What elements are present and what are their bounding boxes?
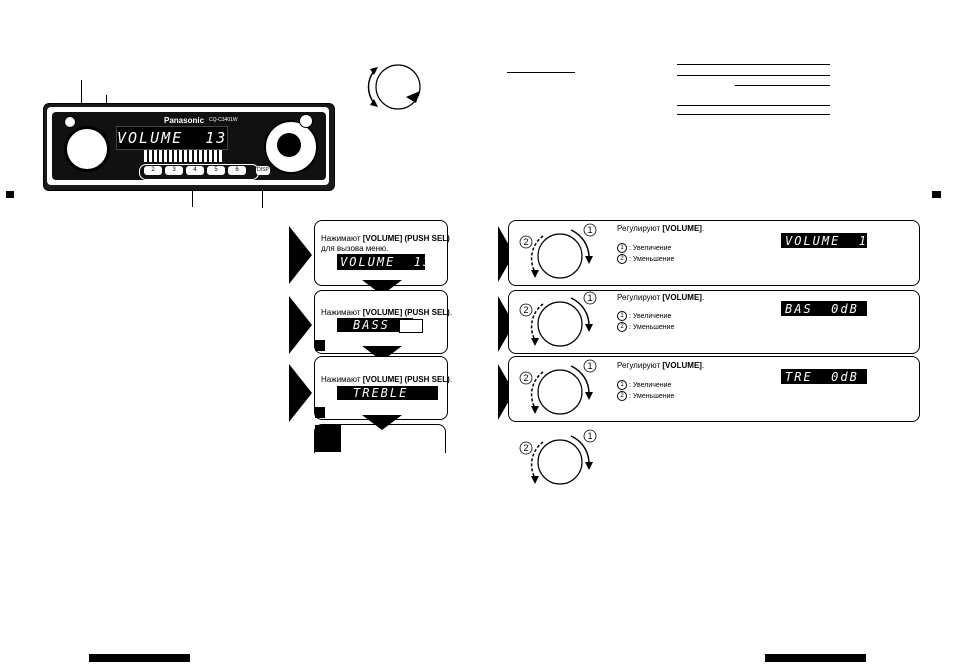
- disp-button[interactable]: DISP: [256, 166, 270, 175]
- step-instruction: Нажимают [VOLUME] (PUSH SEL): [321, 234, 450, 243]
- rule: [677, 75, 830, 76]
- adjust-instruction: Регулируют [VOLUME].: [617, 361, 705, 370]
- step-corner: [315, 340, 325, 351]
- knob-diagram: [367, 64, 421, 110]
- adjust-instruction: Регулируют [VOLUME].: [617, 224, 705, 233]
- step-display: VOLUME 13: [337, 254, 430, 270]
- down-arrow: [362, 415, 402, 430]
- stereo-faceplate: Panasonic CQ-C3401W VOLUME 13 2 3 4 5 6 …: [43, 103, 335, 191]
- preset-button[interactable]: 2: [144, 166, 162, 175]
- marker-one: 1: [587, 225, 592, 235]
- increase-label: 1: Увеличение: [617, 380, 671, 391]
- volume-knob-icon: 1 2: [519, 223, 597, 279]
- svg-text:2: 2: [523, 305, 528, 315]
- decrease-label: 2: Уменьшение: [617, 391, 674, 402]
- callout-line: [192, 182, 193, 207]
- preset-button[interactable]: 5: [207, 166, 225, 175]
- marker-two: 2: [523, 237, 528, 247]
- step-corner: [315, 407, 325, 418]
- adjust-display: VOLUME 13: [781, 233, 875, 248]
- adjust-box: [508, 220, 920, 286]
- preset-button[interactable]: 3: [165, 166, 183, 175]
- step-arrow: [289, 226, 312, 284]
- model-label: CQ-C3401W: [209, 117, 238, 123]
- decrease-label: 2: Уменьшение: [617, 254, 674, 265]
- adjust-instruction: Регулируют [VOLUME].: [617, 293, 705, 302]
- preset-button[interactable]: 6: [228, 166, 246, 175]
- step-arrow: [289, 296, 312, 354]
- step-arrow: [289, 364, 312, 422]
- rule: [507, 72, 575, 73]
- step-display: TREBLE: [337, 386, 438, 400]
- step-instruction: Нажимают [VOLUME] (PUSH SEL).: [321, 308, 453, 317]
- rule: [677, 64, 830, 65]
- increase-label: 1: Увеличение: [617, 243, 671, 254]
- corner-mark-right: [932, 191, 941, 198]
- preset-button[interactable]: 4: [186, 166, 204, 175]
- faceplate-display: VOLUME 13: [116, 126, 228, 150]
- step-instruction-line2: для вызова меню.: [321, 244, 389, 253]
- volume-knob-icon: 1 2: [519, 429, 597, 485]
- svg-text:1: 1: [587, 361, 592, 371]
- rule: [735, 85, 830, 86]
- volume-knob-icon: 1 2: [519, 359, 597, 415]
- step-display: BASS: [337, 318, 413, 332]
- src-button[interactable]: [64, 116, 76, 128]
- step-box: [314, 220, 448, 286]
- adjust-display: BAS 0dB: [781, 301, 867, 316]
- decrease-label: 2: Уменьшение: [617, 322, 674, 333]
- equalizer-graphic: [144, 150, 224, 162]
- rule: [677, 114, 830, 115]
- footer-bar-left: [89, 654, 190, 662]
- adjust-display: TRE 0dB: [781, 369, 867, 384]
- step-instruction: Нажимают [VOLUME] (PUSH SEL).: [321, 375, 453, 384]
- eject-button[interactable]: [299, 114, 313, 128]
- svg-text:2: 2: [523, 373, 528, 383]
- display-highlight: [399, 319, 423, 333]
- volume-knob-icon: 1 2: [519, 291, 597, 347]
- increase-label: 1: Увеличение: [617, 311, 671, 322]
- power-knob[interactable]: [64, 126, 110, 172]
- brand-label: Panasonic: [164, 116, 205, 125]
- callout-line: [262, 178, 263, 208]
- svg-text:1: 1: [587, 293, 592, 303]
- corner-mark-left: [6, 191, 14, 198]
- rule: [677, 105, 830, 106]
- footer-bar-right: [765, 654, 866, 662]
- step-box-partial: [314, 424, 446, 453]
- step-corner: [315, 425, 341, 452]
- svg-text:2: 2: [523, 443, 528, 453]
- volume-dial[interactable]: [264, 120, 318, 174]
- svg-text:1: 1: [587, 431, 592, 441]
